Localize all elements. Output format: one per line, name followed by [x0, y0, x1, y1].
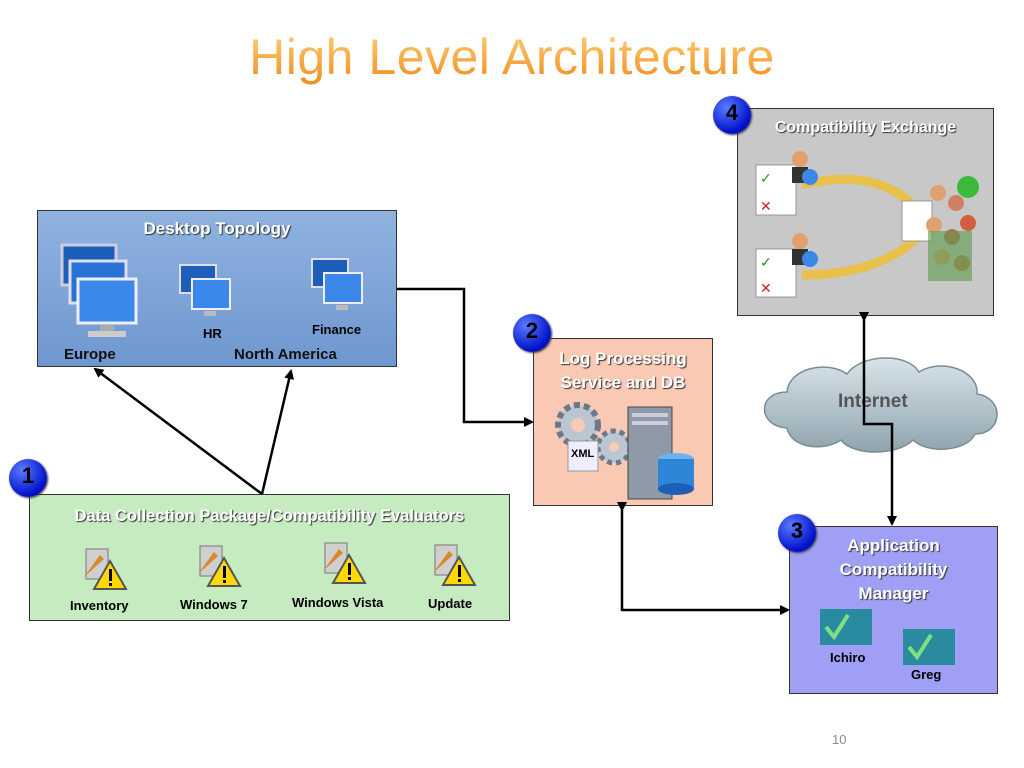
arrow-log-acm [617, 502, 790, 615]
page-number: 10 [832, 732, 847, 747]
update-label: Update [428, 596, 473, 611]
internet-label: Internet [838, 391, 908, 412]
arrow-to-north-america [260, 369, 295, 495]
inventory-label: Inventory [70, 598, 129, 613]
arrow-to-europe [93, 367, 263, 496]
arrow-desktop-to-log [397, 287, 534, 427]
data-collection-box: Data Collection Package/Compatibility Ev… [29, 494, 510, 621]
desktop-topology-box: Desktop Topology HR Finance Europe North… [37, 210, 397, 367]
data-collection-title: Data Collection Package/Compatibility Ev… [74, 507, 465, 525]
finance-computers-icon [311, 258, 363, 310]
finance-label: Finance [312, 322, 362, 337]
step-1-badge: 1 [9, 459, 47, 497]
step-3-badge: 3 [778, 514, 816, 552]
step-4-badge: 4 [713, 96, 751, 134]
log-processing-box: Log Processing Service and DB XML [533, 338, 713, 506]
xml-label: XML [571, 448, 595, 460]
inventory-evaluator-icon [84, 548, 128, 590]
page-title: High Level Architecture [0, 28, 1024, 86]
acm-box: Application Compatibility Manager Ichiro… [789, 526, 998, 694]
svg-text:✓: ✓ [760, 254, 772, 270]
compat-exchange-title: Compatibility Exchange [774, 119, 957, 136]
hr-computers-icon [179, 264, 231, 316]
acm-title-1: Application [847, 536, 940, 555]
log-processing-title-1: Log Processing [559, 349, 687, 368]
acm-ichiro-screen-icon [820, 609, 872, 645]
svg-text:✕: ✕ [760, 198, 772, 214]
acm-title-2: Compatibility [839, 560, 948, 579]
north-america-label: North America [234, 346, 337, 363]
ichiro-label: Ichiro [830, 650, 866, 665]
windows7-evaluator-icon [198, 545, 242, 587]
desktop-topology-title: Desktop Topology [143, 219, 291, 238]
europe-label: Europe [64, 346, 116, 363]
acm-greg-screen-icon [903, 629, 955, 665]
log-processing-title-2: Service and DB [560, 373, 686, 392]
compat-exchange-box: Compatibility Exchange ✓ ✕ ✓ ✕ [737, 108, 994, 316]
europe-computers-icon [60, 243, 138, 337]
svg-text:✕: ✕ [760, 280, 772, 296]
hr-label: HR [203, 326, 222, 341]
step-2-badge: 2 [513, 314, 551, 352]
server-gears-icon [555, 402, 694, 500]
svg-text:✓: ✓ [760, 170, 772, 186]
compat-exchange-illustration: ✓ ✕ ✓ ✕ [755, 151, 979, 298]
windows-vista-evaluator-icon [323, 542, 367, 584]
greg-label: Greg [911, 667, 942, 682]
windows7-label: Windows 7 [180, 597, 248, 612]
update-evaluator-icon [433, 544, 477, 586]
windows-vista-label: Windows Vista [292, 595, 384, 610]
acm-title-3: Manager [858, 584, 929, 603]
